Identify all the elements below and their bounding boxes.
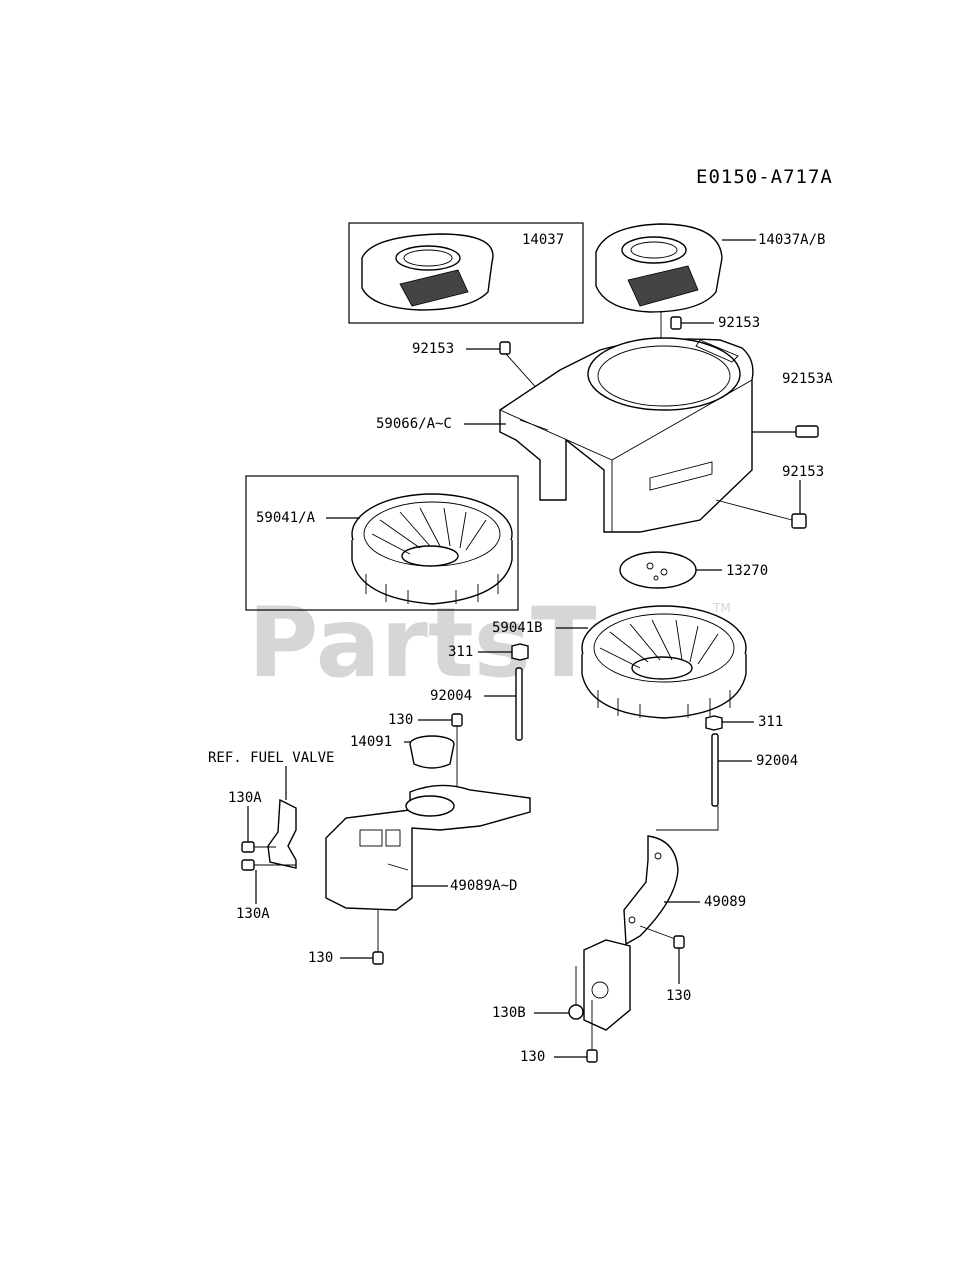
- inset-box-59041a: [245, 475, 519, 611]
- inset-box-14037: [348, 222, 584, 324]
- label-130-bottom[interactable]: 130: [520, 1049, 545, 1065]
- label-130-right[interactable]: 130: [666, 988, 691, 1004]
- label-13270[interactable]: 13270: [726, 563, 768, 579]
- part-14091-collar[interactable]: [409, 735, 455, 769]
- label-49089[interactable]: 49089: [704, 894, 746, 910]
- part-92153-right-bolt[interactable]: [791, 513, 807, 529]
- ref-fuel-valve-label[interactable]: REF. FUEL VALVE: [208, 750, 334, 766]
- part-311-left-nut[interactable]: [511, 643, 529, 661]
- axis-line-49089: [656, 806, 719, 831]
- part-92153-top-bolt[interactable]: [670, 316, 682, 330]
- label-59066[interactable]: 59066/A~C: [376, 416, 452, 432]
- part-92153-left-bolt[interactable]: [499, 341, 511, 355]
- label-130a-top[interactable]: 130A: [228, 790, 262, 806]
- part-59041b-fan[interactable]: [581, 605, 747, 719]
- label-311-right[interactable]: 311: [758, 714, 783, 730]
- diagram-code: E0150-A717A: [696, 166, 833, 188]
- part-14037-screen[interactable]: [361, 233, 494, 311]
- part-14037ab-screen[interactable]: [595, 223, 723, 313]
- part-49089ad-shroud[interactable]: [325, 784, 531, 911]
- label-130-top[interactable]: 130: [388, 712, 413, 728]
- label-92004-left[interactable]: 92004: [430, 688, 472, 704]
- part-59041a-fan[interactable]: [351, 493, 513, 605]
- label-130a-bottom[interactable]: 130A: [236, 906, 270, 922]
- label-92153-left[interactable]: 92153: [412, 341, 454, 357]
- label-14037[interactable]: 14037: [522, 232, 564, 248]
- part-130a-bottom-bolt[interactable]: [241, 859, 255, 871]
- part-130-left-bottom-bolt[interactable]: [372, 951, 384, 965]
- label-92153a[interactable]: 92153A: [782, 371, 833, 387]
- axis-line-left-bolt: [505, 353, 541, 393]
- part-92004-right-stud[interactable]: [711, 733, 719, 807]
- axis-line-130-right: [639, 925, 679, 941]
- axis-line-right-bolt: [715, 499, 793, 521]
- watermark: PartsTr: [248, 587, 634, 699]
- label-311-left[interactable]: 311: [448, 644, 473, 660]
- label-92004-right[interactable]: 92004: [756, 753, 798, 769]
- part-311-right-nut[interactable]: [705, 715, 723, 731]
- label-130b[interactable]: 130B: [492, 1005, 526, 1021]
- part-130b-grommet[interactable]: [568, 1004, 584, 1020]
- label-14091[interactable]: 14091: [350, 734, 392, 750]
- label-14037ab[interactable]: 14037A/B: [758, 232, 825, 248]
- part-92004-left-stud[interactable]: [515, 667, 523, 741]
- part-49089-shroud[interactable]: [583, 835, 679, 1031]
- label-130-left-bottom[interactable]: 130: [308, 950, 333, 966]
- watermark-trademark: TM: [712, 601, 731, 615]
- part-130a-top-bolt[interactable]: [241, 841, 255, 853]
- part-130-top-bolt[interactable]: [451, 713, 463, 727]
- label-59041a[interactable]: 59041/A: [256, 510, 316, 526]
- part-130-right-bolt[interactable]: [673, 935, 685, 949]
- label-92153-right[interactable]: 92153: [782, 464, 824, 480]
- label-92153-top[interactable]: 92153: [718, 315, 760, 331]
- part-13270-plate[interactable]: [619, 551, 697, 589]
- label-59041b[interactable]: 59041B: [492, 620, 543, 636]
- label-49089ad[interactable]: 49089A~D: [450, 878, 517, 894]
- part-92153a-bolt[interactable]: [795, 425, 819, 438]
- part-59066-blower-housing[interactable]: [499, 337, 754, 533]
- part-130-bottom-bolt[interactable]: [586, 1049, 598, 1063]
- fuel-valve-bracket[interactable]: [267, 798, 297, 869]
